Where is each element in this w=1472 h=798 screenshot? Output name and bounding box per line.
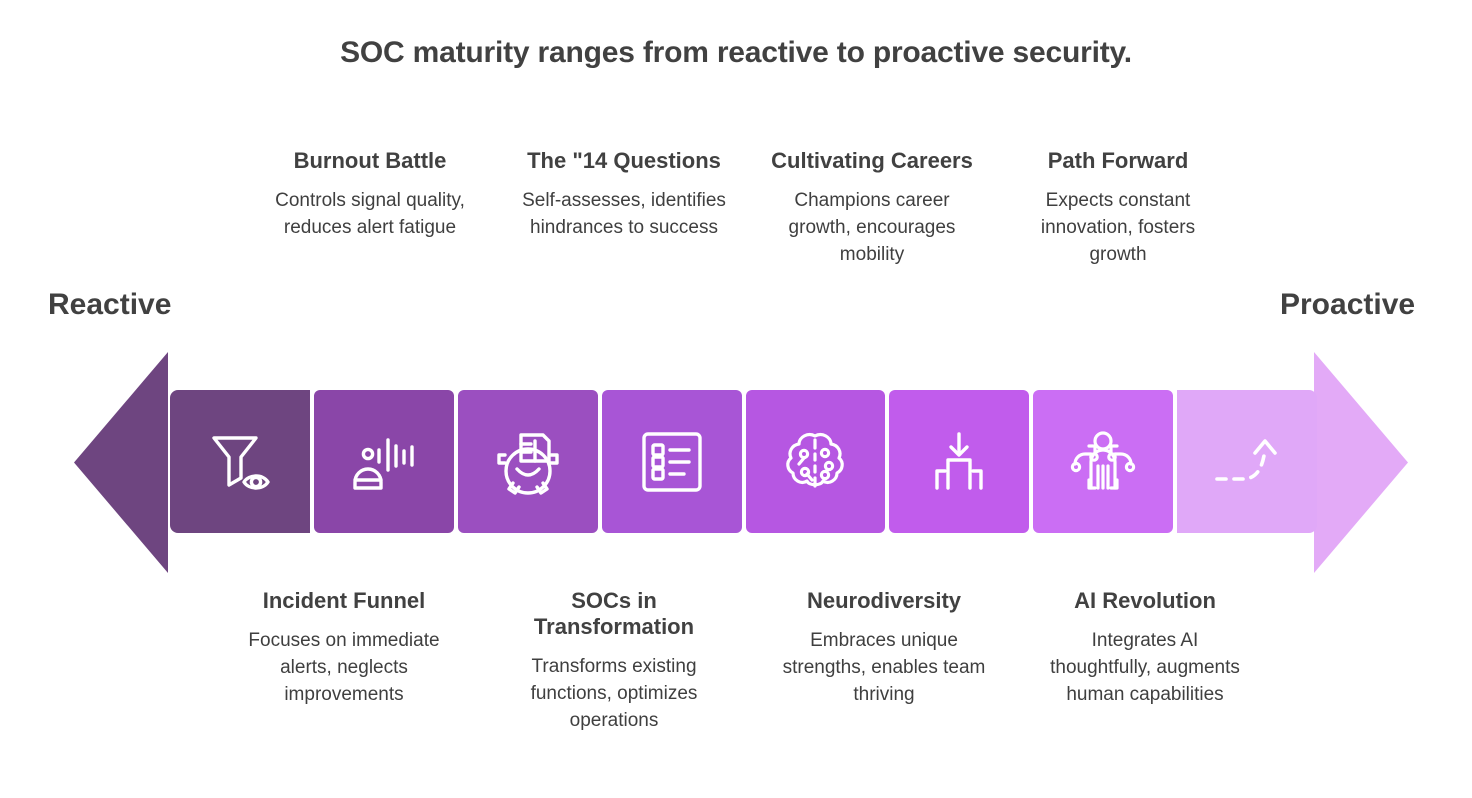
arrow-left-icon [74,352,168,573]
callout-title: The "14 Questions [527,148,721,173]
callout-title: AI Revolution [1074,588,1216,613]
callout-description: Focuses on immediate alerts, neglects im… [248,629,440,705]
callout-burnout-battle: Burnout Battle Controls signal quality, … [262,148,478,242]
growth-curve-icon [1215,438,1277,481]
page-title: SOC maturity ranges from reactive to pro… [340,36,1132,69]
segment-socs-in-transformation[interactable] [457,390,598,533]
arrow-right-icon [1314,352,1408,573]
brain-circuit-icon [786,432,845,488]
callout-description: Expects constant innovation, fosters gro… [1040,189,1196,265]
segment-path-forward[interactable] [1177,390,1317,533]
callout-title: Burnout Battle [293,148,447,173]
callout-description: Embraces unique strengths, enables team … [782,629,986,705]
career-podium-icon [935,431,984,490]
callout-description: Champions career growth, encourages mobi… [788,189,956,265]
checklist-icon [641,431,702,492]
funnel-eye-icon [212,435,270,490]
segment-burnout-battle[interactable] [313,390,454,533]
callout-title: SOCs in Transformation [533,588,695,639]
callout-description: Self-assesses, identifies hindrances to … [522,189,726,238]
callout-path-forward: Path Forward Expects constant innovation… [1014,148,1222,269]
callout-neurodiversity: Neurodiversity Embraces unique strengths… [772,588,996,709]
callout-ai-revolution: AI Revolution Integrates AI thoughtfully… [1040,588,1250,709]
ai-human-icon [1070,430,1136,490]
callout-title: Cultivating Careers [771,148,973,173]
callout-title: Neurodiversity [806,588,962,613]
alert-fatigue-icon [353,437,414,490]
axis-label-reactive: Reactive [48,288,172,321]
axis-label-proactive: Proactive [1280,288,1416,321]
maturity-arrow-band [0,340,1472,585]
segment-incident-funnel[interactable] [170,390,310,533]
segment-14-questions[interactable] [601,390,742,533]
callout-title: Incident Funnel [262,588,426,613]
segment-ai-revolution[interactable] [1033,390,1174,533]
callout-socs-in-transformation: SOCs in Transformation Transforms existi… [500,588,728,735]
maturity-segments [170,390,1317,533]
callout-description: Controls signal quality, reduces alert f… [275,189,465,238]
segment-neurodiversity[interactable] [745,390,886,533]
callout-incident-funnel: Incident Funnel Focuses on immediate ale… [232,588,456,709]
callout-title: Path Forward [1047,148,1189,173]
callout-cultivating-careers: Cultivating Careers Champions career gro… [770,148,974,269]
callout-description: Integrates AI thoughtfully, augments hum… [1050,629,1240,705]
gear-transform-icon [496,432,559,495]
segment-cultivating-careers[interactable] [889,390,1030,533]
callout-14-questions: The "14 Questions Self-assesses, identif… [520,148,728,242]
callout-description: Transforms existing functions, optimizes… [530,655,698,731]
